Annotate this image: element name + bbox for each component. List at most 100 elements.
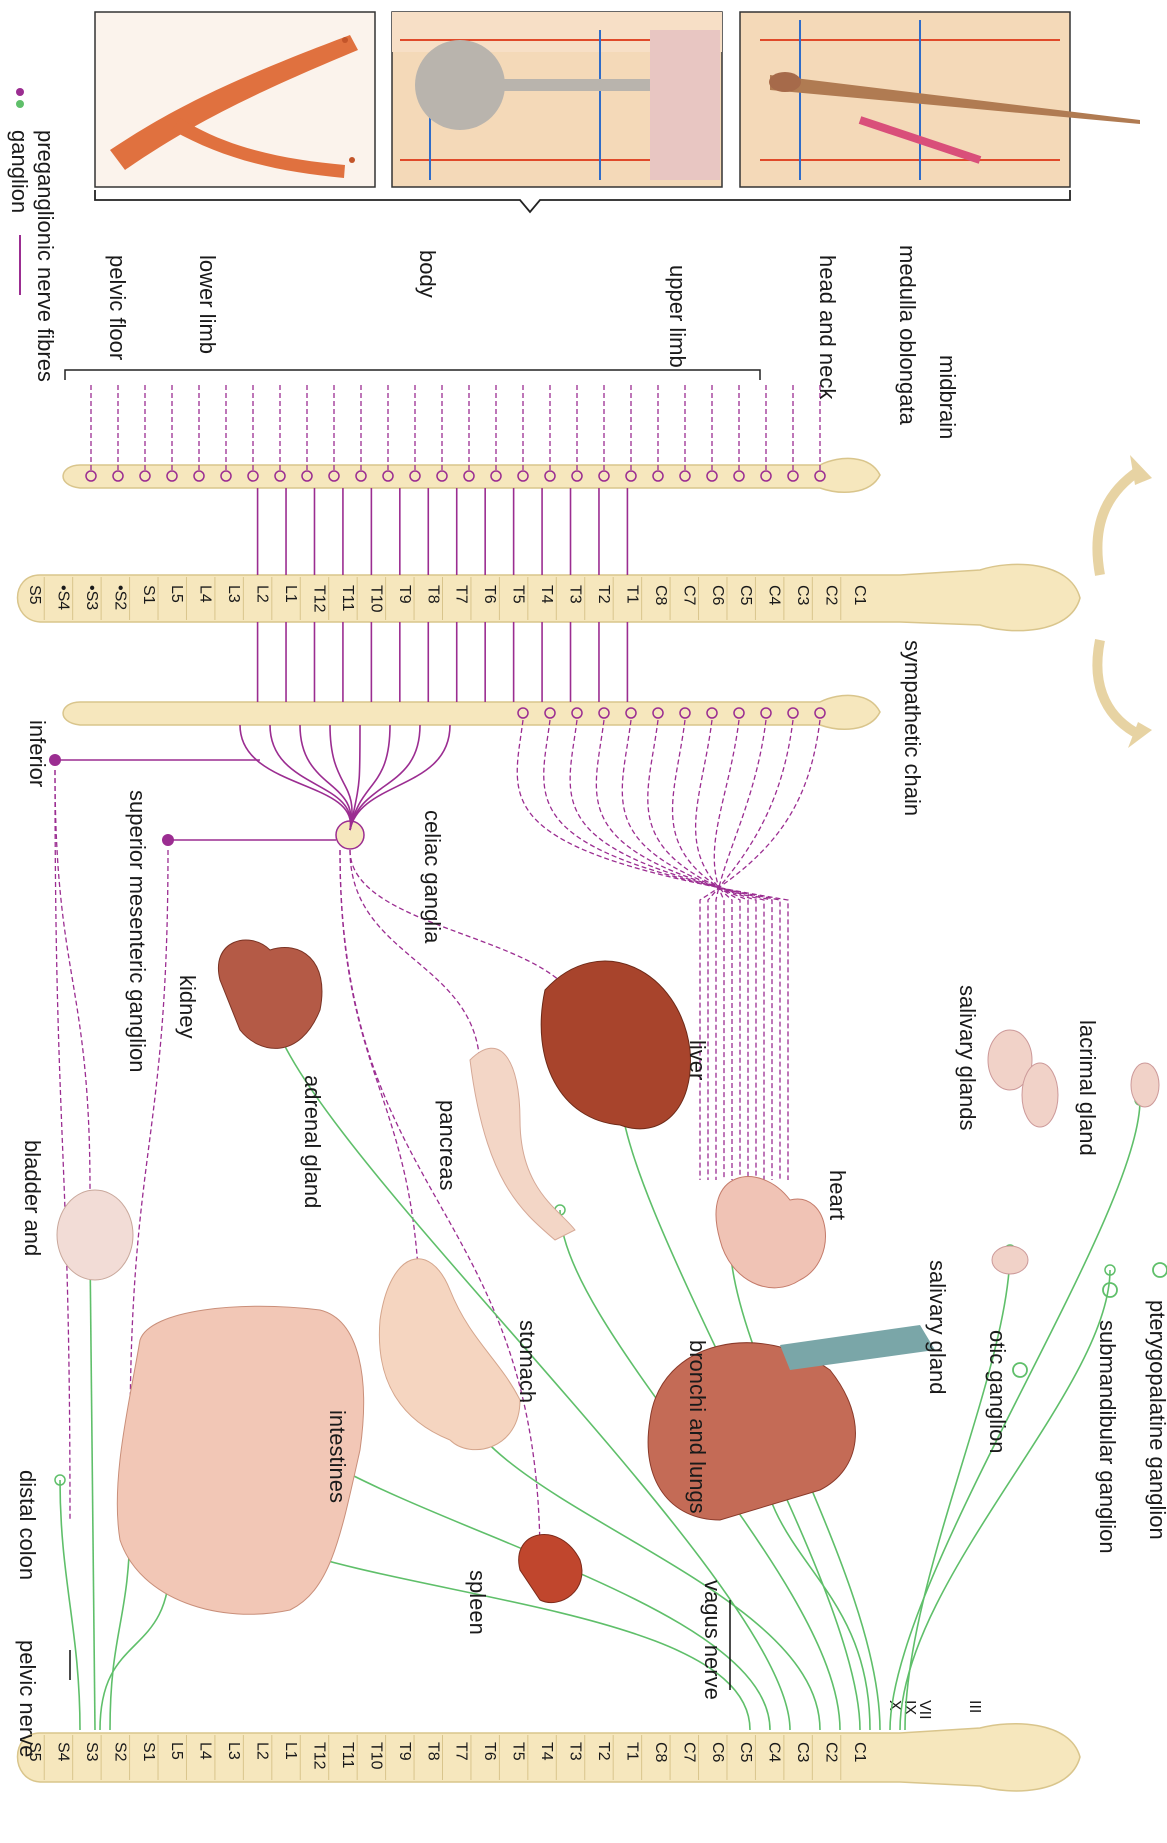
- preganglionic-fibre: [300, 725, 351, 830]
- sympathetic-segment-label: T11: [339, 585, 356, 611]
- region-body: body: [415, 250, 440, 298]
- sympathetic-segment-label: T6: [481, 585, 498, 604]
- parasympathetic-segment-label: C2: [823, 1742, 840, 1763]
- parasympathetic-segment-label: T12: [310, 1742, 327, 1770]
- parasympathetic-segment-label: L5: [168, 1742, 185, 1760]
- parasympathetic-segment-label: T8: [424, 1742, 441, 1761]
- parasympathetic-segment-label: T10: [367, 1742, 384, 1770]
- sympathetic-segment-label: T9: [396, 585, 413, 604]
- kidney-shape: [218, 940, 322, 1048]
- parasympathetic-segment-label: L2: [254, 1742, 271, 1760]
- sympathetic-segment-label: C1: [851, 585, 868, 606]
- label-bladder: bladder and: [20, 1140, 45, 1256]
- label-kidney: kidney: [175, 975, 200, 1039]
- postganglionic-fibre: [55, 770, 90, 1190]
- postganglionic-fibre: [350, 850, 480, 1070]
- sympathetic-segment-label: L4: [197, 585, 214, 603]
- lungs-shape: [648, 1343, 855, 1520]
- postganglionic-fibre: [700, 720, 820, 1180]
- medulla-label: medulla oblongata: [895, 245, 920, 426]
- region-lower-limb: lower limb: [195, 255, 220, 354]
- label-distal-colon: distal colon: [15, 1470, 40, 1580]
- brain-arrow-upper: [1097, 470, 1140, 575]
- sympathetic-segment-label: C7: [680, 585, 697, 606]
- postganglionic-fibre: [55, 770, 70, 1520]
- panel-brace: [95, 190, 1070, 212]
- label-adrenal: adrenal gland: [300, 1075, 325, 1208]
- stomach-shape: [379, 1259, 520, 1450]
- legend: ganglion preganglionic nerve fibres: [7, 88, 58, 382]
- parasympathetic-segment-label: T11: [339, 1742, 356, 1768]
- postganglionic-fibre: [696, 720, 732, 1180]
- body-region-braces: [65, 370, 760, 380]
- salivary-gland-shape: [992, 1246, 1028, 1274]
- parasympathetic-segment-label: S1: [140, 1742, 157, 1762]
- parasympathetic-fibre: [905, 1250, 1010, 1730]
- parasympathetic-segment-label: L1: [282, 1742, 299, 1760]
- cranial-nerve-label: X: [886, 1700, 903, 1711]
- label-pancreas: pancreas: [435, 1100, 460, 1191]
- parasympathetic-segment-label: S4: [54, 1742, 71, 1762]
- sympathetic-segment-label: T8: [424, 585, 441, 604]
- label-intestines: intestines: [325, 1410, 350, 1503]
- cranial-parasympathetic-ganglion: [1103, 1283, 1117, 1297]
- trachea-shape: [780, 1325, 935, 1370]
- parasympathetic-segment-label: T9: [396, 1742, 413, 1761]
- parasympathetic-segment-label: T2: [595, 1742, 612, 1761]
- legend-preganglionic-label: preganglionic nerve fibres: [33, 130, 58, 382]
- label-superior-mesenteric: superior mesenteric ganglion: [125, 790, 150, 1073]
- parasympathetic-segment-label: L4: [197, 1742, 214, 1760]
- label-heart: heart: [825, 1170, 850, 1220]
- sympathetic-segment-label: C3: [794, 585, 811, 606]
- parasympathetic-segment-label: T7: [453, 1742, 470, 1761]
- sympathetic-segment-label: •S3: [83, 585, 100, 610]
- label-spleen: spleen: [465, 1570, 490, 1635]
- bladder-shape: [57, 1190, 133, 1280]
- spleen-shape: [519, 1535, 582, 1603]
- skin-detail-panels: [95, 12, 1140, 187]
- sympathetic-segment-label: C5: [737, 585, 754, 606]
- label-submandibular: submandibular ganglion: [1095, 1320, 1120, 1554]
- parasympathetic-segment-label: C4: [766, 1742, 783, 1763]
- organs: [57, 940, 1159, 1614]
- sympathetic-segment-label: •S4: [54, 585, 71, 610]
- sympathetic-segment-label: C4: [766, 585, 783, 606]
- sympathetic-segment-label: C2: [823, 585, 840, 606]
- sympathetic-segment-label: S5: [26, 585, 43, 605]
- preganglionic-fibre: [270, 725, 351, 830]
- parasympathetic-segment-label: T5: [510, 1742, 527, 1761]
- sympathetic-segment-label: L2: [254, 585, 271, 603]
- sympathetic-segment-label: L5: [168, 585, 185, 603]
- postganglionic-fibre: [340, 850, 420, 1330]
- postganglionic-fibre: [673, 720, 740, 1180]
- label-inferior: inferior: [25, 720, 50, 787]
- parasympathetic-segment-label: C5: [737, 1742, 754, 1763]
- sympathetic-segment-label: L3: [225, 585, 242, 603]
- region-pelvic-floor: pelvic floor: [105, 255, 130, 360]
- parasympathetic-segment-label: C1: [851, 1742, 868, 1763]
- body-side-chain: [63, 458, 880, 492]
- label-lacrimal: lacrimal gland: [1075, 1020, 1100, 1156]
- parasympathetic-segment-label: C6: [709, 1742, 726, 1763]
- parasympathetic-segment-label: T4: [538, 1742, 555, 1761]
- sympathetic-segment-label: T3: [567, 585, 584, 604]
- sympathetic-segment-label: T5: [510, 585, 527, 604]
- midbrain-label: midbrain: [935, 355, 960, 439]
- sympathetic-segment-label: T1: [623, 585, 640, 604]
- parasympathetic-segment-label: T3: [567, 1742, 584, 1761]
- lacrimal-gland-shape: [1131, 1063, 1159, 1107]
- sympathetic-segment-label: T2: [595, 585, 612, 604]
- parasympathetic-segment-label: C8: [652, 1742, 669, 1763]
- preganglionic-fibre: [240, 725, 351, 830]
- parasympathetic-segment-label: S3: [83, 1742, 100, 1762]
- label-otic: otic ganglion: [985, 1330, 1010, 1454]
- label-pterygopalatine: pterygopalatine ganglion: [1145, 1300, 1167, 1540]
- parasympathetic-segment-label: S2: [111, 1742, 128, 1762]
- sympathetic-segment-label: C6: [709, 585, 726, 606]
- label-liver: liver: [685, 1040, 710, 1080]
- cranial-nerve-label: III: [966, 1700, 983, 1713]
- region-head-neck: head and neck: [815, 255, 840, 400]
- sympathetic-segment-label: C8: [652, 585, 669, 606]
- sympathetic-segment-label: T4: [538, 585, 555, 604]
- legend-ganglion-symbol: [16, 88, 24, 96]
